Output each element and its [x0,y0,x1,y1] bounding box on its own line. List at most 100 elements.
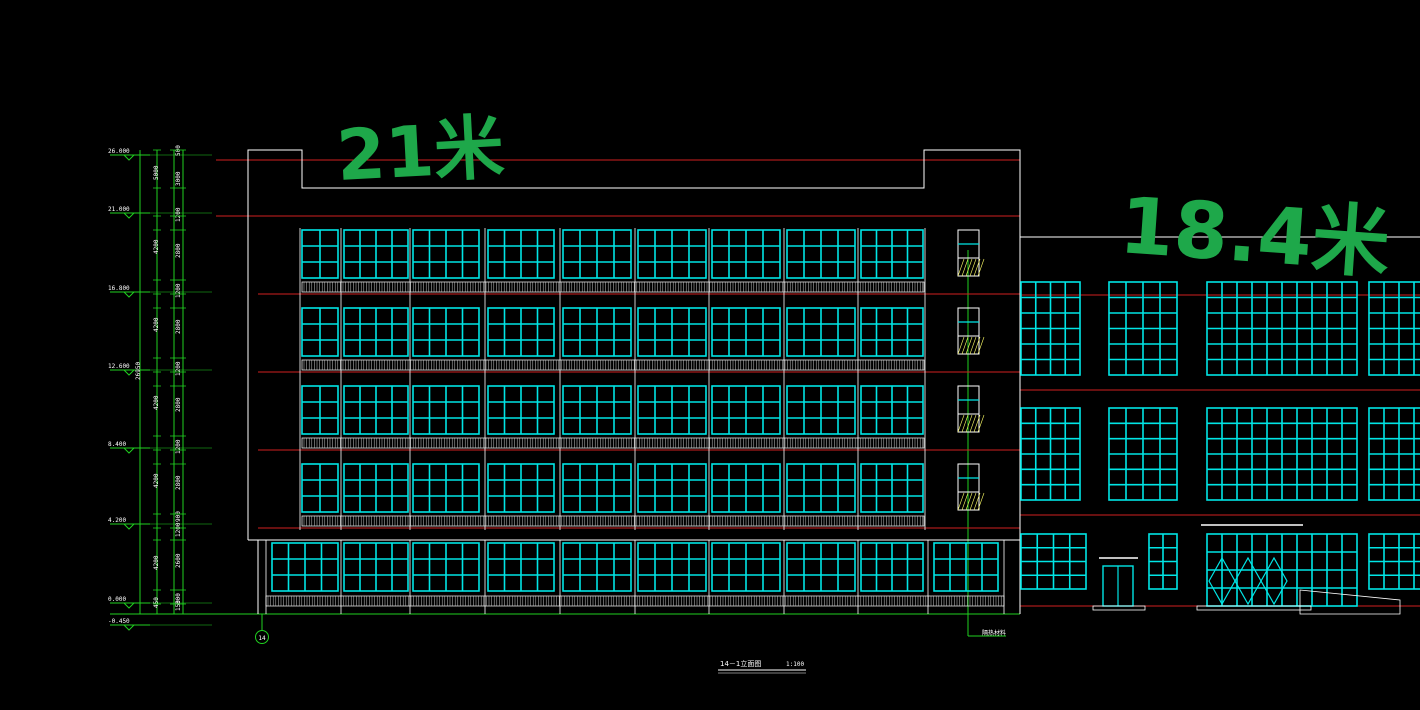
window [343,307,409,357]
dim-label-mid: 2800 [175,397,182,412]
dim-label-mid: 300 [175,593,182,604]
window [1020,533,1087,590]
level-label: -0.450 [108,618,130,625]
window [637,229,707,279]
dim-label-outer: 4200 [153,555,160,570]
handwritten-right-height: 18.4米 [1117,181,1393,290]
window [343,385,409,435]
level-label: 12.600 [108,363,130,370]
window [711,463,781,513]
window [562,385,632,435]
handwritten-left-height: 21米 [335,106,506,197]
dim-label-outer: 4200 [153,473,160,488]
window [711,385,781,435]
window [786,385,856,435]
window [1206,281,1358,376]
dim-label-mid: 900 [175,511,182,522]
window [412,229,480,279]
window [637,307,707,357]
level-label: 4.200 [108,517,126,524]
window [562,463,632,513]
window [1148,533,1178,590]
window [301,463,339,513]
dim-label-outer: 450 [153,597,160,608]
balcony-railing [301,437,925,449]
window [711,229,781,279]
window [1368,407,1420,501]
window [412,463,480,513]
window [786,542,856,592]
building-outline [247,149,1420,614]
level-label: 8.400 [108,441,126,448]
level-label: 16.800 [108,285,130,292]
window [301,229,339,279]
window [487,463,555,513]
window [860,542,924,592]
window [711,307,781,357]
window [412,542,480,592]
balcony-railing [301,281,925,293]
drawing-title: 14－1立面图 [720,659,761,668]
window [860,307,924,357]
window [637,385,707,435]
window [562,229,632,279]
window [1368,281,1420,376]
window [933,542,999,592]
window [562,307,632,357]
window [1020,281,1081,376]
entrance-steps [1092,589,1401,615]
balcony-railing [301,359,925,371]
dim-label-outer: 4200 [153,317,160,332]
window [860,229,924,279]
window [487,385,555,435]
window [1206,407,1358,501]
dimension-lines [110,150,1020,637]
axis-bubble [255,630,269,644]
stair-window [957,307,985,355]
annex-windows [1020,281,1420,615]
window [786,463,856,513]
window [487,307,555,357]
level-label: 0.000 [108,596,126,603]
window [562,542,632,592]
window [487,542,555,592]
dim-label-mid: 1200 [175,361,182,376]
window [412,385,480,435]
window [860,463,924,513]
balcony-railing [301,515,925,527]
level-label: 26.000 [108,148,130,155]
dim-label-mid: 1200 [175,522,182,537]
dim-label-mid: 2600 [175,553,182,568]
dim-label-mid: 1200 [175,439,182,454]
window [786,307,856,357]
window [711,542,781,592]
main-entrance [1201,524,1303,606]
total-height-dim: 26950 [135,362,142,380]
dim-label-mid: 3000 [175,171,182,186]
window [1368,533,1420,590]
axis-label: 14 [258,635,266,642]
drawing-scale: 1:100 [786,661,804,668]
window [1108,407,1178,501]
dim-label-mid: 1200 [175,207,182,222]
dim-label-mid: 2800 [175,319,182,334]
stair-window [957,463,985,511]
window [860,385,924,435]
dim-label-mid: 2800 [175,475,182,490]
dim-label-outer: 4200 [153,395,160,410]
dim-label-mid: 150 [175,600,182,611]
dim-label-mid: 2800 [175,243,182,258]
window [343,542,409,592]
window [301,307,339,357]
window [786,229,856,279]
dim-label-mid: 1200 [175,283,182,298]
window [343,463,409,513]
window [1020,407,1081,501]
window [271,542,339,592]
window [343,229,409,279]
level-marks: 26.00021.00016.80012.6008.4004.2000.000-… [108,145,212,631]
window [487,229,555,279]
stair-window [957,229,985,277]
